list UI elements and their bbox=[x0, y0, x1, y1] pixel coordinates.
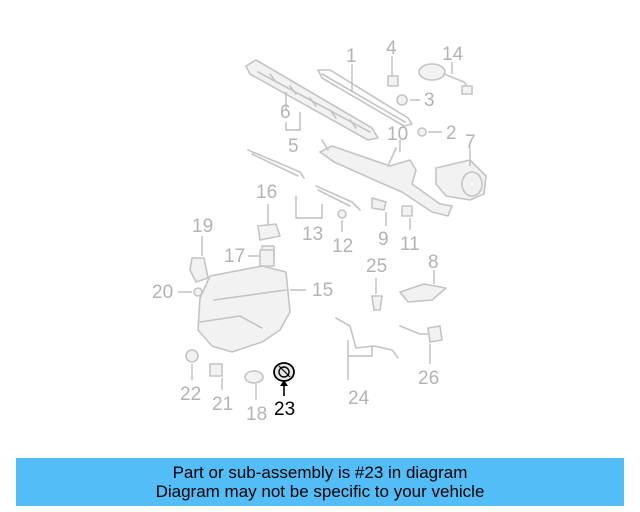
info-banner: Part or sub-assembly is #23 in diagram D… bbox=[16, 458, 624, 506]
callout-3: 3 bbox=[424, 90, 435, 111]
leader-lines bbox=[178, 56, 471, 400]
callout-13: 13 bbox=[302, 224, 323, 245]
wiper-linkage-drawing bbox=[319, 139, 453, 217]
callout-2: 2 bbox=[446, 123, 457, 144]
callout-6: 6 bbox=[280, 102, 291, 123]
callout-9: 9 bbox=[378, 229, 389, 250]
wiper-blade-drawing bbox=[245, 59, 379, 141]
callout-14: 14 bbox=[442, 44, 464, 65]
callout-22: 22 bbox=[180, 384, 201, 405]
nut-parts-drawing bbox=[387, 75, 427, 137]
callout-10: 10 bbox=[387, 124, 408, 145]
linkage-rods-drawing bbox=[247, 149, 361, 211]
callout-20: 20 bbox=[152, 282, 173, 303]
callout-8: 8 bbox=[428, 252, 439, 273]
callout-7: 7 bbox=[465, 132, 476, 153]
callout-26: 26 bbox=[418, 368, 439, 389]
nozzle-drawing bbox=[189, 257, 209, 297]
callout-16: 16 bbox=[256, 182, 277, 203]
callout-23: 23 bbox=[274, 399, 295, 420]
callout-18: 18 bbox=[246, 404, 267, 425]
reservoir-drawing bbox=[197, 249, 291, 353]
callout-21: 21 bbox=[212, 394, 233, 415]
highlighted-part-23[interactable] bbox=[273, 362, 295, 382]
connector-drawing bbox=[418, 63, 473, 95]
small-parts-drawing bbox=[185, 349, 264, 384]
callout-1: 1 bbox=[346, 46, 357, 67]
callout-4: 4 bbox=[386, 38, 397, 59]
info-line-part: Part or sub-assembly is #23 in diagram bbox=[172, 463, 468, 482]
callout-11: 11 bbox=[400, 234, 420, 255]
callout-24: 24 bbox=[348, 388, 370, 409]
callout-25: 25 bbox=[366, 256, 387, 277]
wiper-arm-drawing bbox=[317, 69, 413, 127]
callout-17: 17 bbox=[224, 246, 245, 267]
callout-12: 12 bbox=[332, 236, 353, 257]
callout-5: 5 bbox=[288, 136, 299, 157]
callout-19: 19 bbox=[192, 216, 213, 237]
callout-15: 15 bbox=[312, 280, 333, 301]
callout-labels: 1 4 14 3 6 2 10 5 7 16 19 13 12 9 11 17 … bbox=[152, 38, 476, 425]
wiper-motor-drawing bbox=[435, 159, 487, 201]
parts-diagram: 1 4 14 3 6 2 10 5 7 16 19 13 12 9 11 17 … bbox=[152, 38, 487, 425]
hose-parts-drawing bbox=[335, 283, 447, 359]
info-line-disclaimer: Diagram may not be specific to your vehi… bbox=[155, 482, 485, 501]
clip-parts-drawing bbox=[337, 197, 413, 219]
